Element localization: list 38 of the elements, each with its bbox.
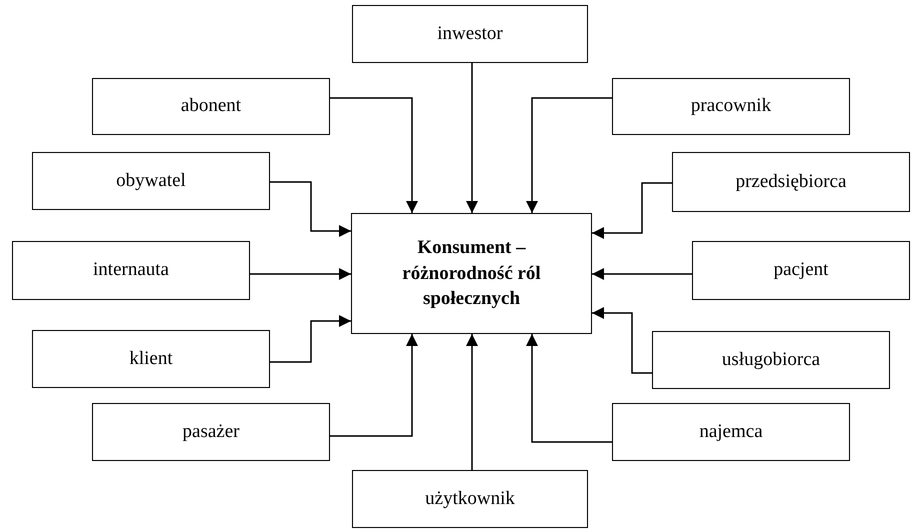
role-label: użytkownik xyxy=(425,486,515,511)
role-box xyxy=(652,331,890,389)
arrow xyxy=(330,334,418,437)
arrow xyxy=(466,334,478,470)
arrow xyxy=(330,97,418,213)
role-box xyxy=(612,78,850,135)
arrow xyxy=(270,181,351,237)
arrow xyxy=(592,307,652,374)
arrow xyxy=(270,315,351,363)
role-label: przedsiębiorca xyxy=(736,170,846,194)
role-label: klient xyxy=(129,346,173,371)
role-box xyxy=(12,241,250,300)
role-label: pracownik xyxy=(690,94,772,118)
role-box xyxy=(672,152,910,212)
arrow xyxy=(250,268,351,280)
role-box xyxy=(612,403,850,461)
arrow xyxy=(592,268,692,280)
arrow xyxy=(526,97,612,213)
arrow xyxy=(466,63,478,213)
arrow xyxy=(526,334,612,443)
central-box xyxy=(351,213,592,334)
role-label: usługobiorca xyxy=(722,348,820,372)
role-box xyxy=(32,330,270,388)
role-label: pasażer xyxy=(182,420,240,444)
central-label: Konsument – różnorodność ról społecznych xyxy=(401,236,542,312)
role-label: pacjent xyxy=(774,258,828,282)
role-box xyxy=(352,470,588,528)
role-label: inwestor xyxy=(437,22,503,46)
role-label: abonent xyxy=(180,94,242,118)
arrow xyxy=(592,182,672,239)
role-box xyxy=(92,78,330,135)
role-label: obywatel xyxy=(116,168,186,193)
role-box xyxy=(692,241,910,300)
role-box xyxy=(92,403,330,461)
role-box xyxy=(32,152,270,210)
role-box xyxy=(352,5,588,63)
role-label: najemca xyxy=(699,420,763,444)
role-label: internauta xyxy=(93,258,169,282)
